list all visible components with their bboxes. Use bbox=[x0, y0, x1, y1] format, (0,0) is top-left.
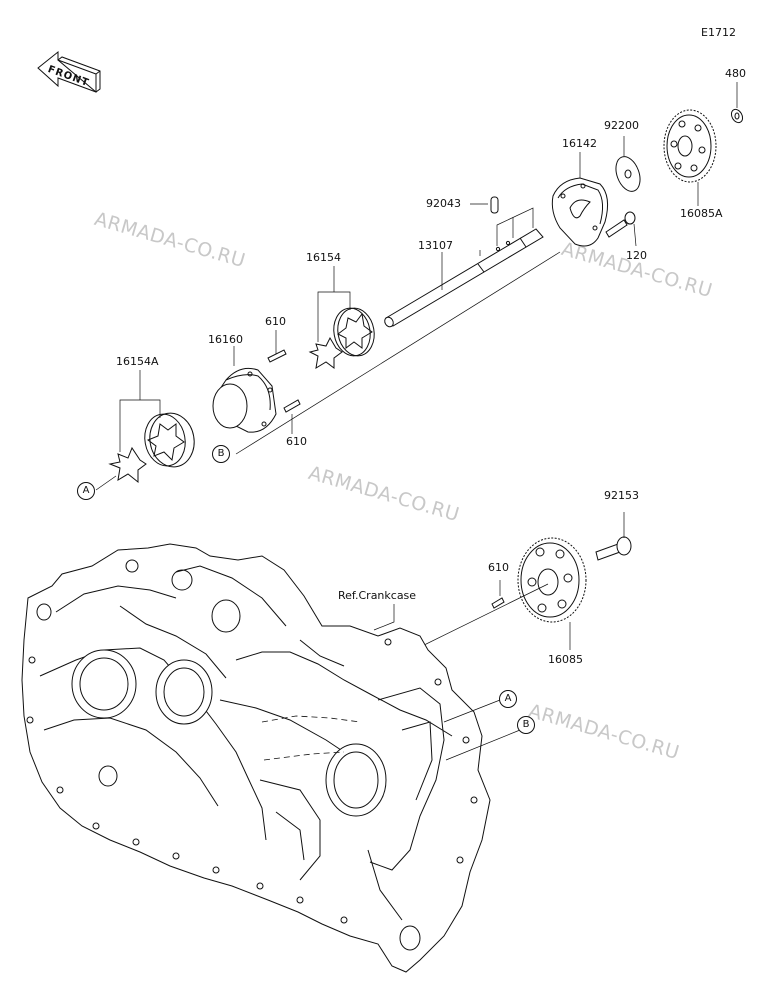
pump-cover-16142-drawing bbox=[551, 177, 609, 247]
washer-92200-drawing bbox=[615, 156, 641, 192]
part-label-16154a: 16154A bbox=[116, 355, 159, 368]
dowel-610-upper-drawing bbox=[267, 349, 287, 363]
ref-crankcase-label: Ref.Crankcase bbox=[338, 589, 417, 602]
pin-92043-drawing bbox=[470, 196, 499, 214]
bolt-92153-drawing bbox=[595, 512, 632, 561]
part-label-16160: 16160 bbox=[208, 333, 243, 346]
part-label-610-lower: 610 bbox=[286, 435, 307, 448]
part-label-16085a: 16085A bbox=[680, 207, 723, 220]
part-label-16154: 16154 bbox=[306, 251, 341, 264]
part-label-13107: 13107 bbox=[418, 239, 453, 252]
part-label-610-upper: 610 bbox=[265, 315, 286, 328]
diagram-code: E1712 bbox=[701, 26, 736, 39]
marker-b: B bbox=[212, 445, 230, 463]
dowel-610-gear-drawing bbox=[491, 597, 505, 609]
circlip-480-drawing bbox=[730, 108, 744, 124]
bolt-120-drawing bbox=[605, 211, 636, 238]
front-arrow-icon bbox=[37, 50, 101, 93]
marker-a: A bbox=[77, 482, 95, 500]
pump-body-16160-drawing bbox=[212, 367, 277, 433]
marker-b: B bbox=[517, 716, 535, 734]
part-label-120: 120 bbox=[626, 249, 647, 262]
rotor-16154-drawing bbox=[308, 307, 375, 369]
part-label-92043: 92043 bbox=[426, 197, 461, 210]
part-label-92153: 92153 bbox=[604, 489, 639, 502]
rotor-16154a-drawing bbox=[108, 412, 195, 484]
gear-16085a-drawing bbox=[663, 109, 717, 183]
part-label-92200: 92200 bbox=[604, 119, 639, 132]
part-label-480: 480 bbox=[725, 67, 746, 80]
crankcase-drawing bbox=[21, 543, 491, 973]
part-label-16142: 16142 bbox=[562, 137, 597, 150]
part-label-610-gear: 610 bbox=[488, 561, 509, 574]
shaft-13107-drawing bbox=[384, 228, 544, 328]
part-label-16085: 16085 bbox=[548, 653, 583, 666]
gear-16085-drawing bbox=[517, 537, 587, 623]
dowel-610-lower-drawing bbox=[283, 399, 301, 413]
marker-a: A bbox=[499, 690, 517, 708]
